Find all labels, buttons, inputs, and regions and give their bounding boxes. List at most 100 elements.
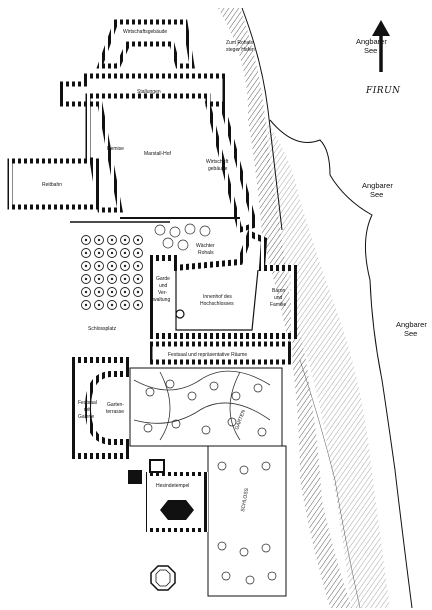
label-remise: Remise <box>107 146 124 152</box>
tree-icon <box>120 300 130 310</box>
tree-trunk <box>84 290 88 294</box>
svg-text:Baron: Baron <box>272 288 286 294</box>
svg-text:und: und <box>159 283 168 289</box>
svg-text:steger Hafen: steger Hafen <box>226 47 255 53</box>
tree-trunk <box>123 251 127 255</box>
building-marstall <box>85 101 124 213</box>
tree-trunk <box>97 251 101 255</box>
tree-icon <box>120 235 130 245</box>
shrub-icon <box>253 383 263 393</box>
tree-icon <box>81 248 91 258</box>
tree-icon <box>81 274 91 284</box>
tree-icon <box>133 261 143 271</box>
garden-shrubs <box>143 379 277 585</box>
tree-trunk <box>84 264 88 268</box>
building-reitbahn <box>7 158 101 210</box>
tree-trunk <box>136 251 140 255</box>
svg-text:See: See <box>370 190 383 199</box>
shrub-icon <box>217 541 227 551</box>
svg-text:Ver-: Ver- <box>158 290 168 296</box>
garden-paths <box>133 370 271 441</box>
label-wirtschaftsgebaeude-top: Wirtschaftsgebäude <box>123 29 167 35</box>
tree-icon <box>107 261 117 271</box>
shrub-icon <box>217 461 227 471</box>
shrub-icon <box>227 417 237 427</box>
gate-block <box>149 459 165 473</box>
svg-text:Galerie: Galerie <box>78 414 94 420</box>
svg-text:und: und <box>274 295 283 301</box>
tree-icon <box>133 274 143 284</box>
building-wirtschaftsgebaeude-top <box>96 19 195 69</box>
svg-text:Angbarer: Angbarer <box>356 37 387 46</box>
svg-text:Rohals: Rohals <box>198 250 214 256</box>
tree-icon <box>94 248 104 258</box>
tree-icon <box>133 287 143 297</box>
tree-trunk <box>136 303 140 307</box>
label-garde: Garde und Ver- waltung <box>153 276 170 303</box>
svg-text:Hochschlosses: Hochschlosses <box>200 301 234 307</box>
tree-trunk <box>97 264 101 268</box>
tree-icon <box>133 300 143 310</box>
shrub-icon <box>239 465 249 475</box>
tree-icon <box>107 287 117 297</box>
label-waechter: Wächter Rohals <box>196 243 215 256</box>
label-hesindetempel: Hesindetempel <box>156 483 189 489</box>
tree-trunk <box>136 264 140 268</box>
schlossplatz-trees <box>81 235 143 310</box>
tree-trunk <box>84 251 88 255</box>
tree-icon <box>81 261 91 271</box>
svg-text:Innenhof des: Innenhof des <box>203 294 232 300</box>
tree-icon <box>94 274 104 284</box>
harbor-label: Zum Rohals- steger Hafen <box>226 40 255 53</box>
shrub-icon <box>209 381 219 391</box>
garden-upper <box>129 367 283 447</box>
svg-text:Zum Rohals-: Zum Rohals- <box>226 40 255 46</box>
label-wirtschaft-gebaeude-side: Wirtschaft gebäude <box>206 159 229 172</box>
label-schloss-garten: SCHLOSS <box>240 487 250 512</box>
tree-trunk <box>123 238 127 242</box>
shrub-icon <box>261 461 271 471</box>
tree-icon <box>94 261 104 271</box>
lake-label-2: Angbarer See <box>362 181 393 199</box>
label-innenhof: Innenhof des Hochschlosses <box>200 294 234 307</box>
svg-text:See: See <box>404 329 417 338</box>
shrub-icon <box>261 543 271 553</box>
tower-block <box>128 470 142 484</box>
shrub-icon <box>143 423 153 433</box>
tree-trunk <box>110 264 114 268</box>
tree-trunk <box>123 303 127 307</box>
shrub-icon <box>231 391 241 401</box>
tree-trunk <box>110 303 114 307</box>
tree-trunk <box>123 264 127 268</box>
fountain-icon <box>175 309 185 319</box>
lake-label-1: Angbarer See <box>356 37 387 55</box>
tree-icon <box>107 248 117 258</box>
tree-trunk <box>97 238 101 242</box>
tree-icon <box>81 235 91 245</box>
shrub-icon <box>245 575 255 585</box>
shoreline-slope <box>218 7 413 609</box>
svg-text:Garde: Garde <box>156 276 170 282</box>
tree-trunk <box>110 238 114 242</box>
tree-icon <box>133 235 143 245</box>
svg-text:Wirtschaft: Wirtschaft <box>206 159 229 165</box>
tree-trunk <box>136 290 140 294</box>
shrub-icon <box>171 419 181 429</box>
garden-lower <box>207 445 287 597</box>
label-festsaal: Festsaal und repräsentative Räume <box>168 352 247 358</box>
label-schlossplatz: Schlossplatz <box>88 326 117 332</box>
shrub-icon <box>239 547 249 557</box>
shrub-icon <box>145 387 155 397</box>
svg-text:Wächter: Wächter <box>196 243 215 249</box>
lake-label-3: Angbarer See <box>396 320 427 338</box>
tree-icon <box>120 287 130 297</box>
tree-icon <box>107 300 117 310</box>
octagon-pavilion-icon <box>150 565 176 591</box>
tree-trunk <box>123 290 127 294</box>
svg-text:Angbarer: Angbarer <box>396 320 427 329</box>
shrub-icon <box>165 379 175 389</box>
svg-text:Familie: Familie <box>270 302 286 308</box>
tree-icon <box>107 274 117 284</box>
building-hesindetempel <box>146 472 208 532</box>
